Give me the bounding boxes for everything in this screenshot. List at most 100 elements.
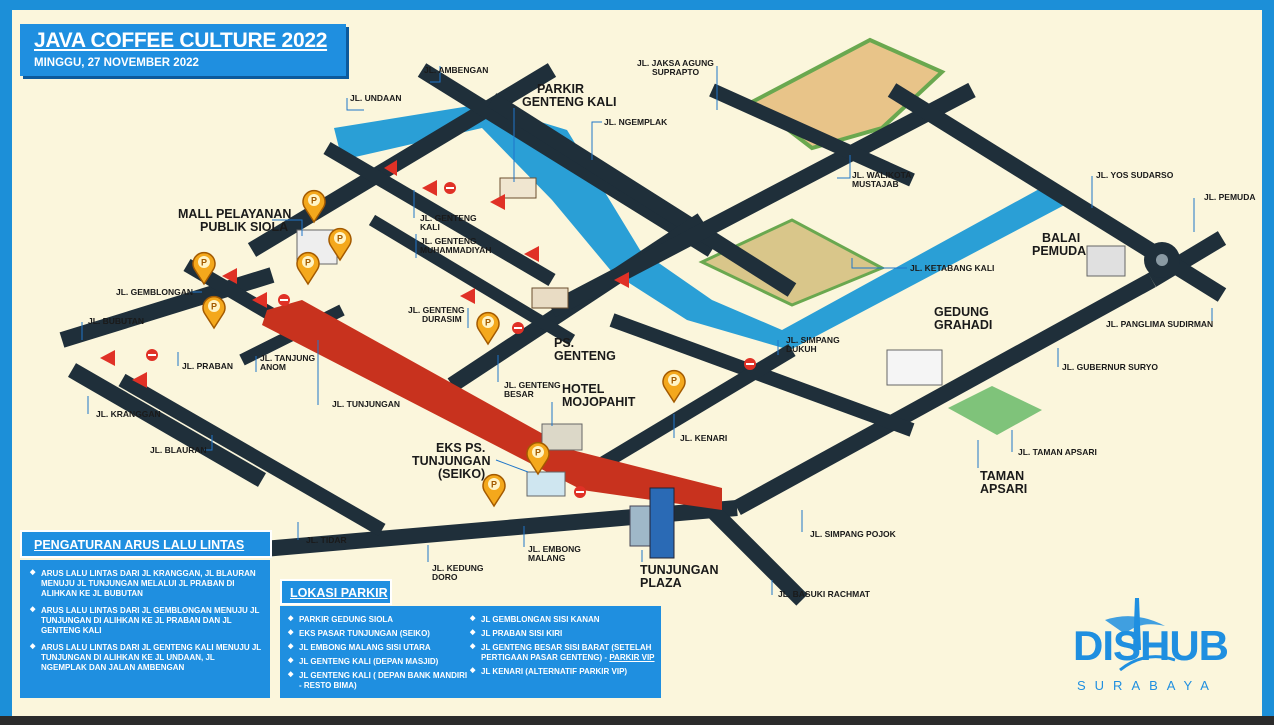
street-label-taman-apsari: JL. TAMAN APSARI [1018,447,1097,457]
street-label-panglima-sudirman: JL. PANGLIMA SUDIRMAN [1106,319,1213,329]
street-label-embong-malang: JL. EMBONG [528,544,581,554]
place-label-ps-genteng-2: GENTENG [554,349,616,363]
street-label-tidar: JL. TIDAR [306,535,347,545]
road-basuki [706,504,808,606]
parking-icon: P [535,448,541,458]
parking-marker[interactable]: P [202,295,226,330]
no-entry-icon [512,322,524,334]
road-walikota [548,82,976,318]
parking-marker[interactable]: P [302,189,326,224]
parking-list-left: PARKIR GEDUNG SIOLA EKS PASAR TUNJUNGAN … [288,615,468,695]
street-label-genteng-besar: JL. GENTENG [504,380,561,390]
building-balai-pemuda [1086,245,1126,277]
arrow-icon [222,268,237,284]
street-label-basuki-rachmat: JL. BASUKI RACHMAT [778,589,871,599]
parking-icon: P [671,376,677,386]
street-label-kedung-doro: JL. KEDUNG [432,563,484,573]
street-label-ambengan: JL. AMBENGAN [424,65,488,75]
street-label-kedung-doro-2: DORO [432,572,458,582]
street-labels: JL. AMBENGAN JL. UNDAAN JL. JAKSA AGUNG … [81,58,1255,599]
street-label-genteng-durasim-2: DURASIM [422,314,462,324]
river-water [334,104,1074,350]
parking-icon: P [311,196,317,206]
road-undaan [323,141,556,287]
traffic-panel-heading: PENGATURAN ARUS LALU LINTAS [20,530,272,558]
street-label-genteng-kali-2: KALI [420,222,440,232]
parking-marker[interactable]: P [662,369,686,404]
street-label-praban: JL. PRABAN [182,361,233,371]
parking-marker[interactable]: P [328,227,352,262]
street-label-walikota: JL. WALIKOTA [852,170,911,180]
road-gubernur-suryo [733,272,1156,516]
street-label-genteng-besar-2: BESAR [504,389,534,399]
place-label-eks-seiko-2: TUNJUNGAN [412,454,490,468]
place-label-grahadi-2: GRAHADI [934,318,992,332]
place-label-mall-siola: MALL PELAYANAN [178,207,291,221]
road-praban [247,63,557,257]
parking-marker[interactable]: P [192,251,216,286]
parking-location: JL KENARI (ALTERNATIF PARKIR VIP) [470,667,658,677]
parking-list-right: JL GEMBLONGAN SISI KANAN JL PRABAN SISI … [470,615,658,681]
dishub-logo: DISHUB SURABAYA [1065,590,1250,700]
parking-icon: P [201,258,207,268]
road-genteng-kali [368,214,576,346]
place-labels: PARKIR GENTENG KALI MALL PELAYANAN PUBLI… [178,82,1086,590]
place-label-tunjungan-plaza: TUNJUNGAN [640,563,718,577]
monument-icon [1105,598,1176,672]
building-tunjungan-plaza-tower [649,487,675,559]
parking-markers: P P P P P P P P P [192,189,686,508]
street-label-undaan: JL. UNDAAN [350,93,401,103]
street-label-kranggan: JL. KRANGGAN [96,409,161,419]
road-kranggan [67,363,267,487]
parking-marker[interactable]: P [476,311,500,346]
place-label-balai-pemuda-2: PEMUDA [1032,244,1086,258]
building-ps-genteng [531,287,569,309]
place-label-parkir-genteng-kali-2: GENTENG KALI [522,95,616,109]
page-title: JAVA COFFEE CULTURE 2022 [34,29,328,52]
street-label-ngemplak: JL. NGEMPLAK [604,117,668,127]
place-label-taman-apsari-2: APSARI [980,482,1027,496]
road-ngemplak [487,93,797,297]
street-label-kenari: JL. KENARI [680,433,727,443]
street-label-tanjung-anom-2: ANOM [260,362,286,372]
parking-panel-heading: LOKASI PARKIR [280,579,392,605]
traffic-rule: ARUS LALU LINTAS DARI JL GENTENG KALI ME… [30,643,262,673]
building-parkir-genteng-kali [499,177,537,199]
parking-icon: P [305,258,311,268]
parking-location: JL GEMBLONGAN SISI KANAN [470,615,658,625]
river-kalimas [334,104,1074,350]
traffic-rule: ARUS LALU LINTAS DARI JL GEMBLONGAN MENU… [30,606,262,636]
place-label-mall-siola-2: PUBLIK SIOLA [200,220,288,234]
place-label-balai-pemuda: BALAI [1042,231,1080,245]
place-label-hotel-mojopahit: HOTEL [562,382,605,396]
building-hotel-mojopahit [541,423,583,451]
arrow-icon [422,180,437,196]
road-bubutan [59,267,275,348]
place-label-eks-seiko-3: (SEIKO) [438,467,485,481]
arrow-icon [490,194,505,210]
street-label-blauran: JL. BLAURAN [150,445,207,455]
place-label-ps-genteng: PS. [554,336,574,350]
arrow-icon [132,372,147,388]
road-ambengan [417,63,717,257]
parking-location: PARKIR GEDUNG SIOLA [288,615,468,625]
road-kenari [588,343,796,477]
parking-marker[interactable]: P [482,473,506,508]
road-jaksa-agung [709,83,915,187]
parking-marker[interactable]: P [296,251,320,286]
parking-icon: P [485,318,491,328]
road-blauran [118,373,386,537]
parking-location: JL EMBONG MALANG SISI UTARA [288,643,468,653]
parking-marker[interactable]: P [526,441,550,476]
street-label-genteng-muhammadiyah: JL. GENTENG [420,236,477,246]
street-label-yos-sudarso: JL. YOS SUDARSO [1096,170,1174,180]
map-canvas: P P P P P P P P P JL. AMBENGAN JL. UNDAA… [59,37,1255,606]
logo-text: DISHUB [1073,622,1229,669]
arrow-icon [524,246,539,262]
detour-arrows [100,160,629,388]
parking-vip-link[interactable]: PARKIR VIP [609,653,655,662]
parking-location: JL PRABAN SISI KIRI [470,629,658,639]
street-label-tunjungan: JL. TUNJUNGAN [332,399,400,409]
title-box: JAVA COFFEE CULTURE 2022 MINGGU, 27 NOVE… [20,24,346,76]
